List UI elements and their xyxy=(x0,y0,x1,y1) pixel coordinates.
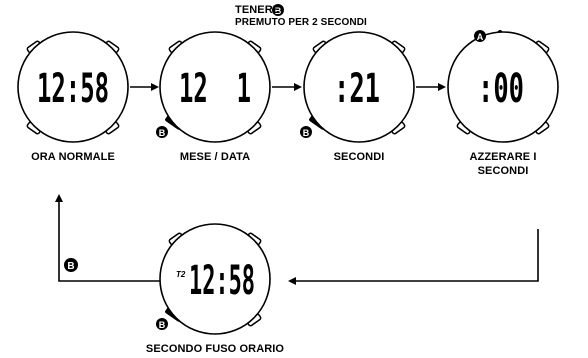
watch-display: 12:58 xyxy=(37,66,109,112)
watch-secondo-fuso-orario: T2 12:58 B xyxy=(156,223,271,335)
caption-azzerare-line-2: SECONDI xyxy=(477,165,529,177)
caption-secondi: SECONDI xyxy=(333,151,385,163)
watch-azzerare-secondi: :00 A xyxy=(447,29,559,143)
caption-secondo-fuso-orario: SECONDO FUSO ORARIO xyxy=(145,343,285,355)
instruction-button-b-badge xyxy=(272,4,284,16)
svg-text:B: B xyxy=(159,128,166,138)
watch-display: :21 xyxy=(334,66,380,112)
watch-ora-normale: 12:58 xyxy=(17,31,129,143)
return-button-b-badge xyxy=(64,258,78,272)
button-b-badge xyxy=(156,126,168,138)
caption-mese-data: MESE / DATA xyxy=(179,151,251,163)
svg-text:B: B xyxy=(275,6,282,16)
button-a-badge xyxy=(474,30,486,42)
instruction-line-2: PREMUTO PER 2 SECONDI xyxy=(235,17,367,28)
button-b-badge xyxy=(156,318,168,330)
svg-text:B: B xyxy=(67,261,74,272)
time-zone-prefix: T2 xyxy=(176,270,186,279)
button-b-badge xyxy=(300,126,312,138)
watch-display: :00 xyxy=(478,66,524,112)
svg-text:B: B xyxy=(159,320,166,330)
instruction-line-1: TENERE xyxy=(235,4,281,16)
watch-display: 12:58 xyxy=(189,258,255,304)
watch-secondi: :21 B xyxy=(300,31,415,143)
svg-text:B: B xyxy=(303,128,310,138)
arrow-5-to-1 xyxy=(55,194,160,282)
watch-mese-data: 12 1 B xyxy=(156,31,271,143)
arrow-4-to-5 xyxy=(288,229,539,285)
caption-ora-normale: ORA NORMALE xyxy=(31,151,115,163)
svg-text:A: A xyxy=(477,32,484,42)
watch-display: 12 1 xyxy=(179,66,251,112)
caption-azzerare-line-1: AZZERARE I xyxy=(469,151,537,163)
